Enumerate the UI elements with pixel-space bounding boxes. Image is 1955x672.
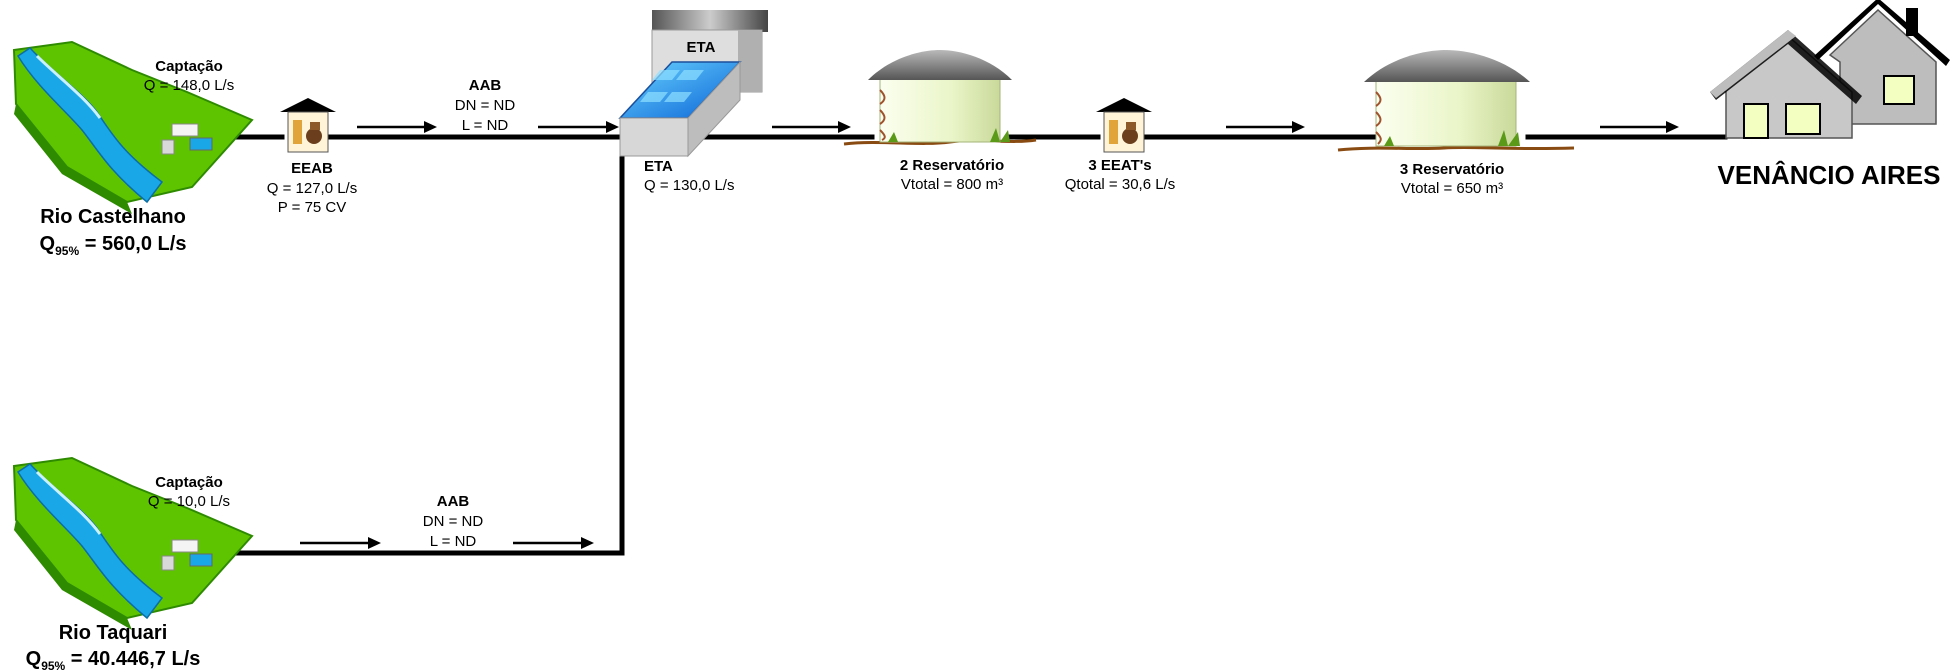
aab-top-dn: DN = ND <box>455 97 516 114</box>
flow-arrow <box>513 537 594 549</box>
pump-station-icon <box>1096 98 1152 153</box>
pump-station-icon <box>280 98 336 153</box>
river-intake-icon <box>12 40 254 214</box>
aab-top-title: AAB <box>469 77 502 94</box>
eta-flow: Q = 130,0 L/s <box>644 177 734 194</box>
houses-icon <box>1710 0 1950 139</box>
river-1-name: Rio Castelhano <box>40 206 186 228</box>
water-treatment-plant-icon <box>618 10 768 158</box>
aab-bottom-length: L = ND <box>430 533 477 550</box>
reservoir-tank-icon <box>1337 50 1575 152</box>
flow-arrow <box>357 121 437 133</box>
flow-arrow <box>300 537 381 549</box>
eta-building-label: ETA <box>687 39 716 56</box>
reservoir-2-volume: Vtotal = 650 m³ <box>1401 180 1503 197</box>
aab-top-length: L = ND <box>462 117 509 134</box>
river-2-name: Rio Taquari <box>59 622 168 644</box>
reservoir-tank-icon <box>843 50 1037 146</box>
intake-2-flow: Q = 10,0 L/s <box>148 493 230 510</box>
eta-title: ETA <box>644 158 673 175</box>
flow-arrow <box>772 121 851 133</box>
flow-arrow <box>1600 121 1679 133</box>
reservoir-1-title: 2 Reservatório <box>900 157 1004 174</box>
eeab-flow: Q = 127,0 L/s <box>267 180 357 197</box>
river-intake-icon <box>12 456 254 630</box>
flow-arrows <box>300 121 1679 549</box>
intake-1-flow: Q = 148,0 L/s <box>144 77 234 94</box>
intake-1-title: Captação <box>155 58 223 75</box>
aab-bottom-dn: DN = ND <box>423 513 484 530</box>
reservoir-1-volume: Vtotal = 800 m³ <box>901 176 1003 193</box>
city-name: VENÂNCIO AIRES <box>1718 160 1941 190</box>
eeat-title: 3 EEAT's <box>1088 157 1151 174</box>
eeat-flow: Qtotal = 30,6 L/s <box>1065 176 1176 193</box>
river-2-q95: Q95% = 40.446,7 L/s <box>26 648 201 672</box>
river-1-q95: Q95% = 560,0 L/s <box>40 233 187 258</box>
intake-2-title: Captação <box>155 474 223 491</box>
flow-arrow <box>538 121 619 133</box>
eeab-power: P = 75 CV <box>278 199 347 216</box>
aab-bottom-title: AAB <box>437 493 470 510</box>
eeab-title: EEAB <box>291 160 333 177</box>
reservoir-2-title: 3 Reservatório <box>1400 161 1504 178</box>
pipes <box>201 134 1728 556</box>
flow-arrow <box>1226 121 1305 133</box>
